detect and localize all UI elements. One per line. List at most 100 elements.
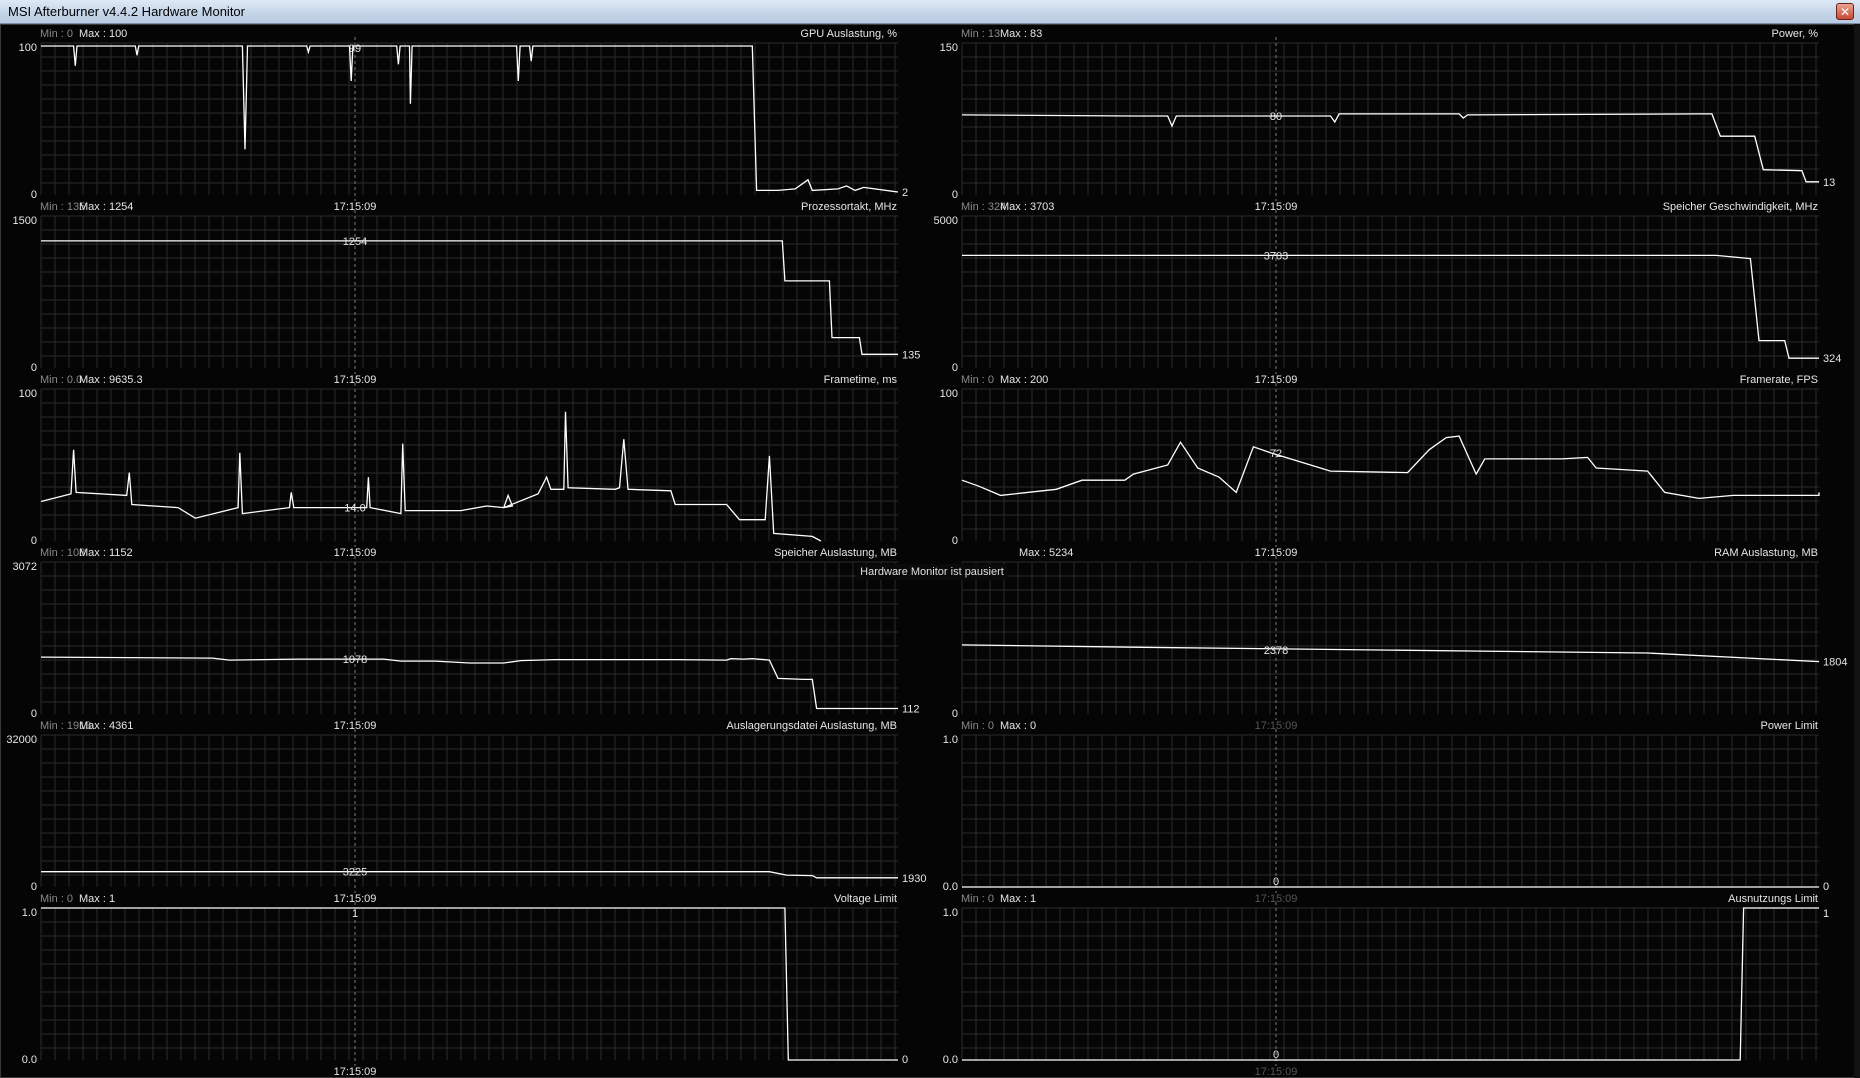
scroll-edge[interactable]: [1854, 24, 1860, 1078]
graph-12-end-value: 1: [1823, 908, 1829, 920]
graph-3-title: Prozessortakt, MHz: [801, 201, 897, 213]
graph-6-y-min: 0: [952, 535, 958, 547]
graph-3-end-value: 135: [902, 349, 920, 361]
graph-6-timestamp: 17:15:09: [1255, 547, 1298, 559]
graph-7-series-line: [40, 656, 898, 710]
graph-3-timestamp: 17:15:09: [334, 374, 377, 386]
graph-1-end-value: 2: [902, 187, 908, 199]
graph-10-y-max: 1.0: [943, 734, 958, 746]
graph-12-title: Ausnutzungs Limit: [1728, 893, 1818, 905]
graph-5-y-max: 100: [19, 388, 37, 400]
graph-6-series-line: [961, 435, 1820, 500]
graph-9-cursor-value: 3225: [343, 867, 367, 879]
graph-7-title: Speicher Auslastung, MB: [774, 547, 897, 559]
graph-6-y-max: 100: [940, 388, 958, 400]
graph-2-title: Power, %: [1772, 28, 1819, 40]
graph-4-min-label: Min : 324: [961, 201, 1006, 213]
graph-1-y-min: 0: [31, 189, 37, 201]
graph-12-series-line: [962, 907, 1819, 1061]
graph-11-y-min: 0.0: [22, 1054, 37, 1066]
graph-3-y-min: 0: [31, 362, 37, 374]
graph-9-y-min: 0: [31, 881, 37, 893]
graph-10-max-label: Max : 0: [1000, 720, 1036, 732]
graph-6-cursor-value: 72: [1270, 448, 1282, 460]
graph-11-max-label: Max : 1: [79, 893, 115, 905]
graph-5-cursor-value: 14.0: [344, 503, 365, 515]
pause-banner: Hardware Monitor ist pausiert: [857, 564, 1007, 580]
graph-4-y-min: 0: [952, 362, 958, 374]
graph-10-title: Power Limit: [1761, 720, 1818, 732]
graph-11-series-line: [41, 907, 898, 1061]
graph-12-timestamp: 17:15:09: [1255, 1066, 1298, 1075]
graph-6-max-label: Max : 200: [1000, 374, 1048, 386]
graph-9-series-line: [41, 871, 898, 879]
graph-8-end-value: 1804: [1823, 657, 1847, 669]
graph-2-min-label: Min : 13: [961, 28, 1000, 40]
graph-3-y-max: 1500: [13, 215, 37, 227]
graph-12-max-label: Max : 1: [1000, 893, 1036, 905]
graph-12-y-min: 0.0: [943, 1054, 958, 1066]
graph-12-min-label: Min : 0: [961, 893, 994, 905]
graph-10-cursor-value: 0: [1273, 876, 1279, 888]
graph-1-title: GPU Auslastung, %: [800, 28, 897, 40]
graph-8-max-label: Max : 5234: [1019, 547, 1073, 559]
graph-5-timestamp: 17:15:09: [334, 547, 377, 559]
graph-1-timestamp: 17:15:09: [334, 201, 377, 213]
graph-6-title: Framerate, FPS: [1740, 374, 1818, 386]
graph-3-cursor-value: 1254: [343, 236, 367, 248]
graph-7-timestamp: 17:15:09: [334, 720, 377, 732]
graph-1-max-label: Max : 100: [79, 28, 127, 40]
graph-6-min-label: Min : 0: [961, 374, 994, 386]
graph-7-end-value: 112: [902, 703, 920, 715]
graph-3-max-label: Max : 1254: [79, 201, 133, 213]
graph-1-min-label: Min : 0: [40, 28, 73, 40]
graph-7-cursor-value: 1078: [343, 654, 367, 666]
window-title: MSI Afterburner v4.4.2 Hardware Monitor: [8, 4, 245, 19]
graph-11-end-value: 0: [902, 1054, 908, 1066]
graph-8-cursor-value: 2378: [1264, 645, 1288, 657]
graph-11-min-label: Min : 0: [40, 893, 73, 905]
graph-9-title: Auslagerungsdatei Auslastung, MB: [726, 720, 897, 732]
graph-9-y-max: 32000: [6, 734, 37, 746]
graph-2-end-value: 13: [1823, 177, 1835, 189]
window-titlebar[interactable]: MSI Afterburner v4.4.2 Hardware Monitor …: [0, 0, 1860, 24]
graph-8-y-min: 0: [952, 708, 958, 720]
graph-8-timestamp: 17:15:09: [1255, 720, 1298, 732]
graph-9-timestamp: 17:15:09: [334, 893, 377, 905]
graph-9-min-label: Min : 1913: [40, 720, 91, 732]
graph-5-title: Frametime, ms: [824, 374, 898, 386]
graph-4-max-label: Max : 3703: [1000, 201, 1054, 213]
graph-4-end-value: 324: [1823, 353, 1841, 365]
graph-5-max-label: Max : 9635.3: [79, 374, 143, 386]
graph-1-series-line: [41, 45, 899, 193]
graph-8-series-line: [961, 644, 1820, 663]
graph-2-max-label: Max : 83: [1000, 28, 1042, 40]
graph-4-cursor-value: 3703: [1264, 250, 1288, 262]
graph-7-min-label: Min : 108: [40, 547, 85, 559]
graph-9-end-value: 1930: [902, 873, 926, 885]
graph-2-series-line: [961, 113, 1819, 183]
close-button[interactable]: ✕: [1836, 3, 1854, 20]
graph-10-end-value: 0: [1823, 881, 1829, 893]
graph-5-series-line: [40, 411, 822, 542]
graph-11-timestamp: 17:15:09: [334, 1066, 377, 1075]
graph-7-y-max: 3072: [13, 561, 37, 573]
graph-8-title: RAM Auslastung, MB: [1714, 547, 1818, 559]
graph-2-y-max: 150: [940, 42, 958, 54]
graph-4-title: Speicher Geschwindigkeit, MHz: [1663, 201, 1818, 213]
graph-4-series-line: [962, 254, 1819, 359]
graph-12-y-max: 1.0: [943, 907, 958, 919]
graph-11-y-max: 1.0: [22, 907, 37, 919]
graph-1-y-max: 100: [19, 42, 37, 54]
graph-7-max-label: Max : 1152: [79, 547, 133, 559]
graph-9-max-label: Max : 4361: [79, 720, 133, 732]
graph-5-y-min: 0: [31, 535, 37, 547]
graph-3-min-label: Min : 135: [40, 201, 85, 213]
graph-2-timestamp: 17:15:09: [1255, 201, 1298, 213]
graph-10-timestamp: 17:15:09: [1255, 893, 1298, 905]
graph-10-y-min: 0.0: [943, 881, 958, 893]
graph-12-cursor-value: 0: [1273, 1049, 1279, 1061]
graph-7-y-min: 0: [31, 708, 37, 720]
